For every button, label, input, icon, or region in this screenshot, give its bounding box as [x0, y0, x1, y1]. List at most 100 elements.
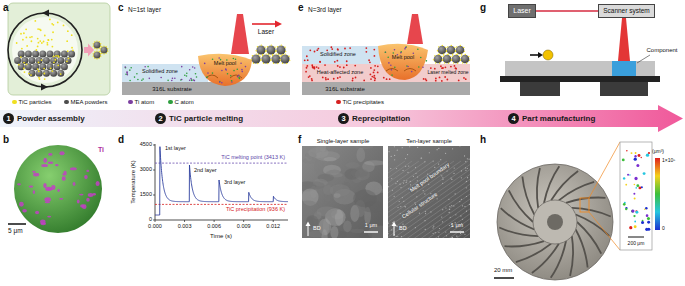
illustration-circle	[326, 49, 328, 51]
illustration-circle	[455, 51, 456, 52]
illustration-circle	[37, 68, 39, 70]
illustration-ellipse	[47, 216, 51, 218]
illustration-circle	[129, 80, 131, 82]
illustration-circle	[388, 233, 389, 234]
legend-text: MEA powders	[71, 99, 108, 105]
illustration-circle	[631, 210, 634, 213]
illustration-ellipse	[32, 171, 35, 173]
illustration-rect	[612, 61, 636, 76]
illustration-circle	[57, 57, 64, 64]
illustration-circle	[469, 204, 470, 205]
illustration-circle	[100, 48, 101, 49]
illustration-circle	[171, 80, 173, 82]
illustration-circle	[455, 50, 456, 51]
illustration-circle	[374, 79, 376, 81]
illustration-circle	[63, 25, 65, 27]
legend-text: TiC particles	[19, 99, 52, 105]
illustration-circle	[402, 224, 403, 225]
illustration-circle	[432, 227, 433, 228]
illustration-circle	[261, 54, 270, 63]
illustration-circle	[126, 72, 128, 74]
illustration-circle	[270, 60, 271, 61]
legend-swatch	[336, 100, 341, 105]
illustration-line	[273, 220, 274, 222]
illustration-circle	[460, 233, 461, 234]
illustration-path	[155, 147, 288, 215]
illustration-circle	[24, 71, 26, 73]
illustration-circle	[631, 209, 634, 212]
step-node: 2TiC particle melting	[155, 112, 243, 125]
illustration-circle	[373, 69, 375, 71]
illustration-circle	[53, 55, 55, 57]
illustration-circle	[106, 52, 107, 53]
illustration-circle	[317, 48, 319, 50]
illustration-circle	[466, 187, 467, 188]
illustration-circle	[629, 226, 632, 229]
illustration-circle	[51, 46, 53, 48]
illustration-circle	[442, 45, 443, 46]
tick-label: 0.006	[207, 224, 221, 230]
illustration-line	[388, 161, 412, 238]
illustration-circle	[468, 56, 469, 57]
illustration-circle	[448, 63, 449, 64]
illustration-circle	[227, 73, 229, 75]
illustration-circle	[54, 59, 56, 61]
illustration-ellipse	[43, 183, 46, 188]
illustration-circle	[144, 66, 146, 68]
illustration-circle	[50, 57, 57, 64]
illustration-path	[576, 214, 610, 235]
illustration-ellipse	[82, 204, 87, 209]
illustration-circle	[449, 212, 450, 213]
illustration-circle	[635, 211, 638, 214]
illustration-circle	[416, 196, 417, 197]
illustration-circle	[388, 186, 389, 187]
illustration-circle	[441, 216, 442, 217]
illustration-polygon	[84, 44, 94, 57]
illustration-circle	[219, 81, 221, 83]
illustration-line	[589, 142, 620, 198]
illustration-circle	[99, 47, 100, 48]
illustration-circle	[255, 50, 256, 51]
illustration-circle	[37, 46, 39, 48]
illustration-circle	[339, 66, 341, 68]
legend-swatch	[128, 100, 133, 105]
illustration-ellipse	[321, 229, 327, 238]
illustration-circle	[644, 209, 645, 210]
layer-label: N=1st layer	[128, 7, 161, 14]
illustration-ellipse	[77, 200, 80, 204]
illustration-circle	[424, 220, 425, 221]
illustration-circle	[277, 63, 278, 64]
illustration-circle	[465, 167, 466, 168]
illustration-circle	[349, 47, 351, 49]
illustration-circle	[442, 221, 443, 222]
illustration-circle	[271, 44, 272, 45]
step-number: 3	[338, 113, 349, 124]
illustration-circle	[374, 78, 376, 80]
illustration-circle	[184, 74, 186, 76]
illustration-circle	[236, 68, 238, 70]
legend-swatch	[64, 100, 69, 105]
illustration-circle	[31, 36, 33, 38]
illustration-ellipse	[350, 169, 368, 178]
illustration-circle	[634, 221, 636, 223]
illustration-circle	[38, 70, 40, 72]
illustration-circle	[12, 17, 78, 83]
illustration-circle	[373, 71, 375, 73]
illustration-circle	[445, 231, 446, 232]
illustration-line	[155, 220, 156, 222]
region-label: Solidified zone	[142, 69, 178, 75]
illustration-circle	[276, 45, 285, 54]
illustration-circle	[311, 78, 313, 80]
illustration-circle	[41, 42, 43, 44]
illustration-circle	[278, 54, 279, 55]
illustration-polygon	[275, 21, 282, 28]
illustration-polygon	[407, 14, 423, 44]
illustration-circle	[245, 66, 247, 68]
illustration-circle	[417, 147, 418, 148]
illustration-circle	[100, 43, 101, 44]
illustration-circle	[334, 61, 336, 63]
illustration-circle	[212, 72, 214, 74]
illustration-circle	[93, 53, 94, 54]
illustration-circle	[405, 206, 406, 207]
illustration-circle	[195, 73, 197, 75]
